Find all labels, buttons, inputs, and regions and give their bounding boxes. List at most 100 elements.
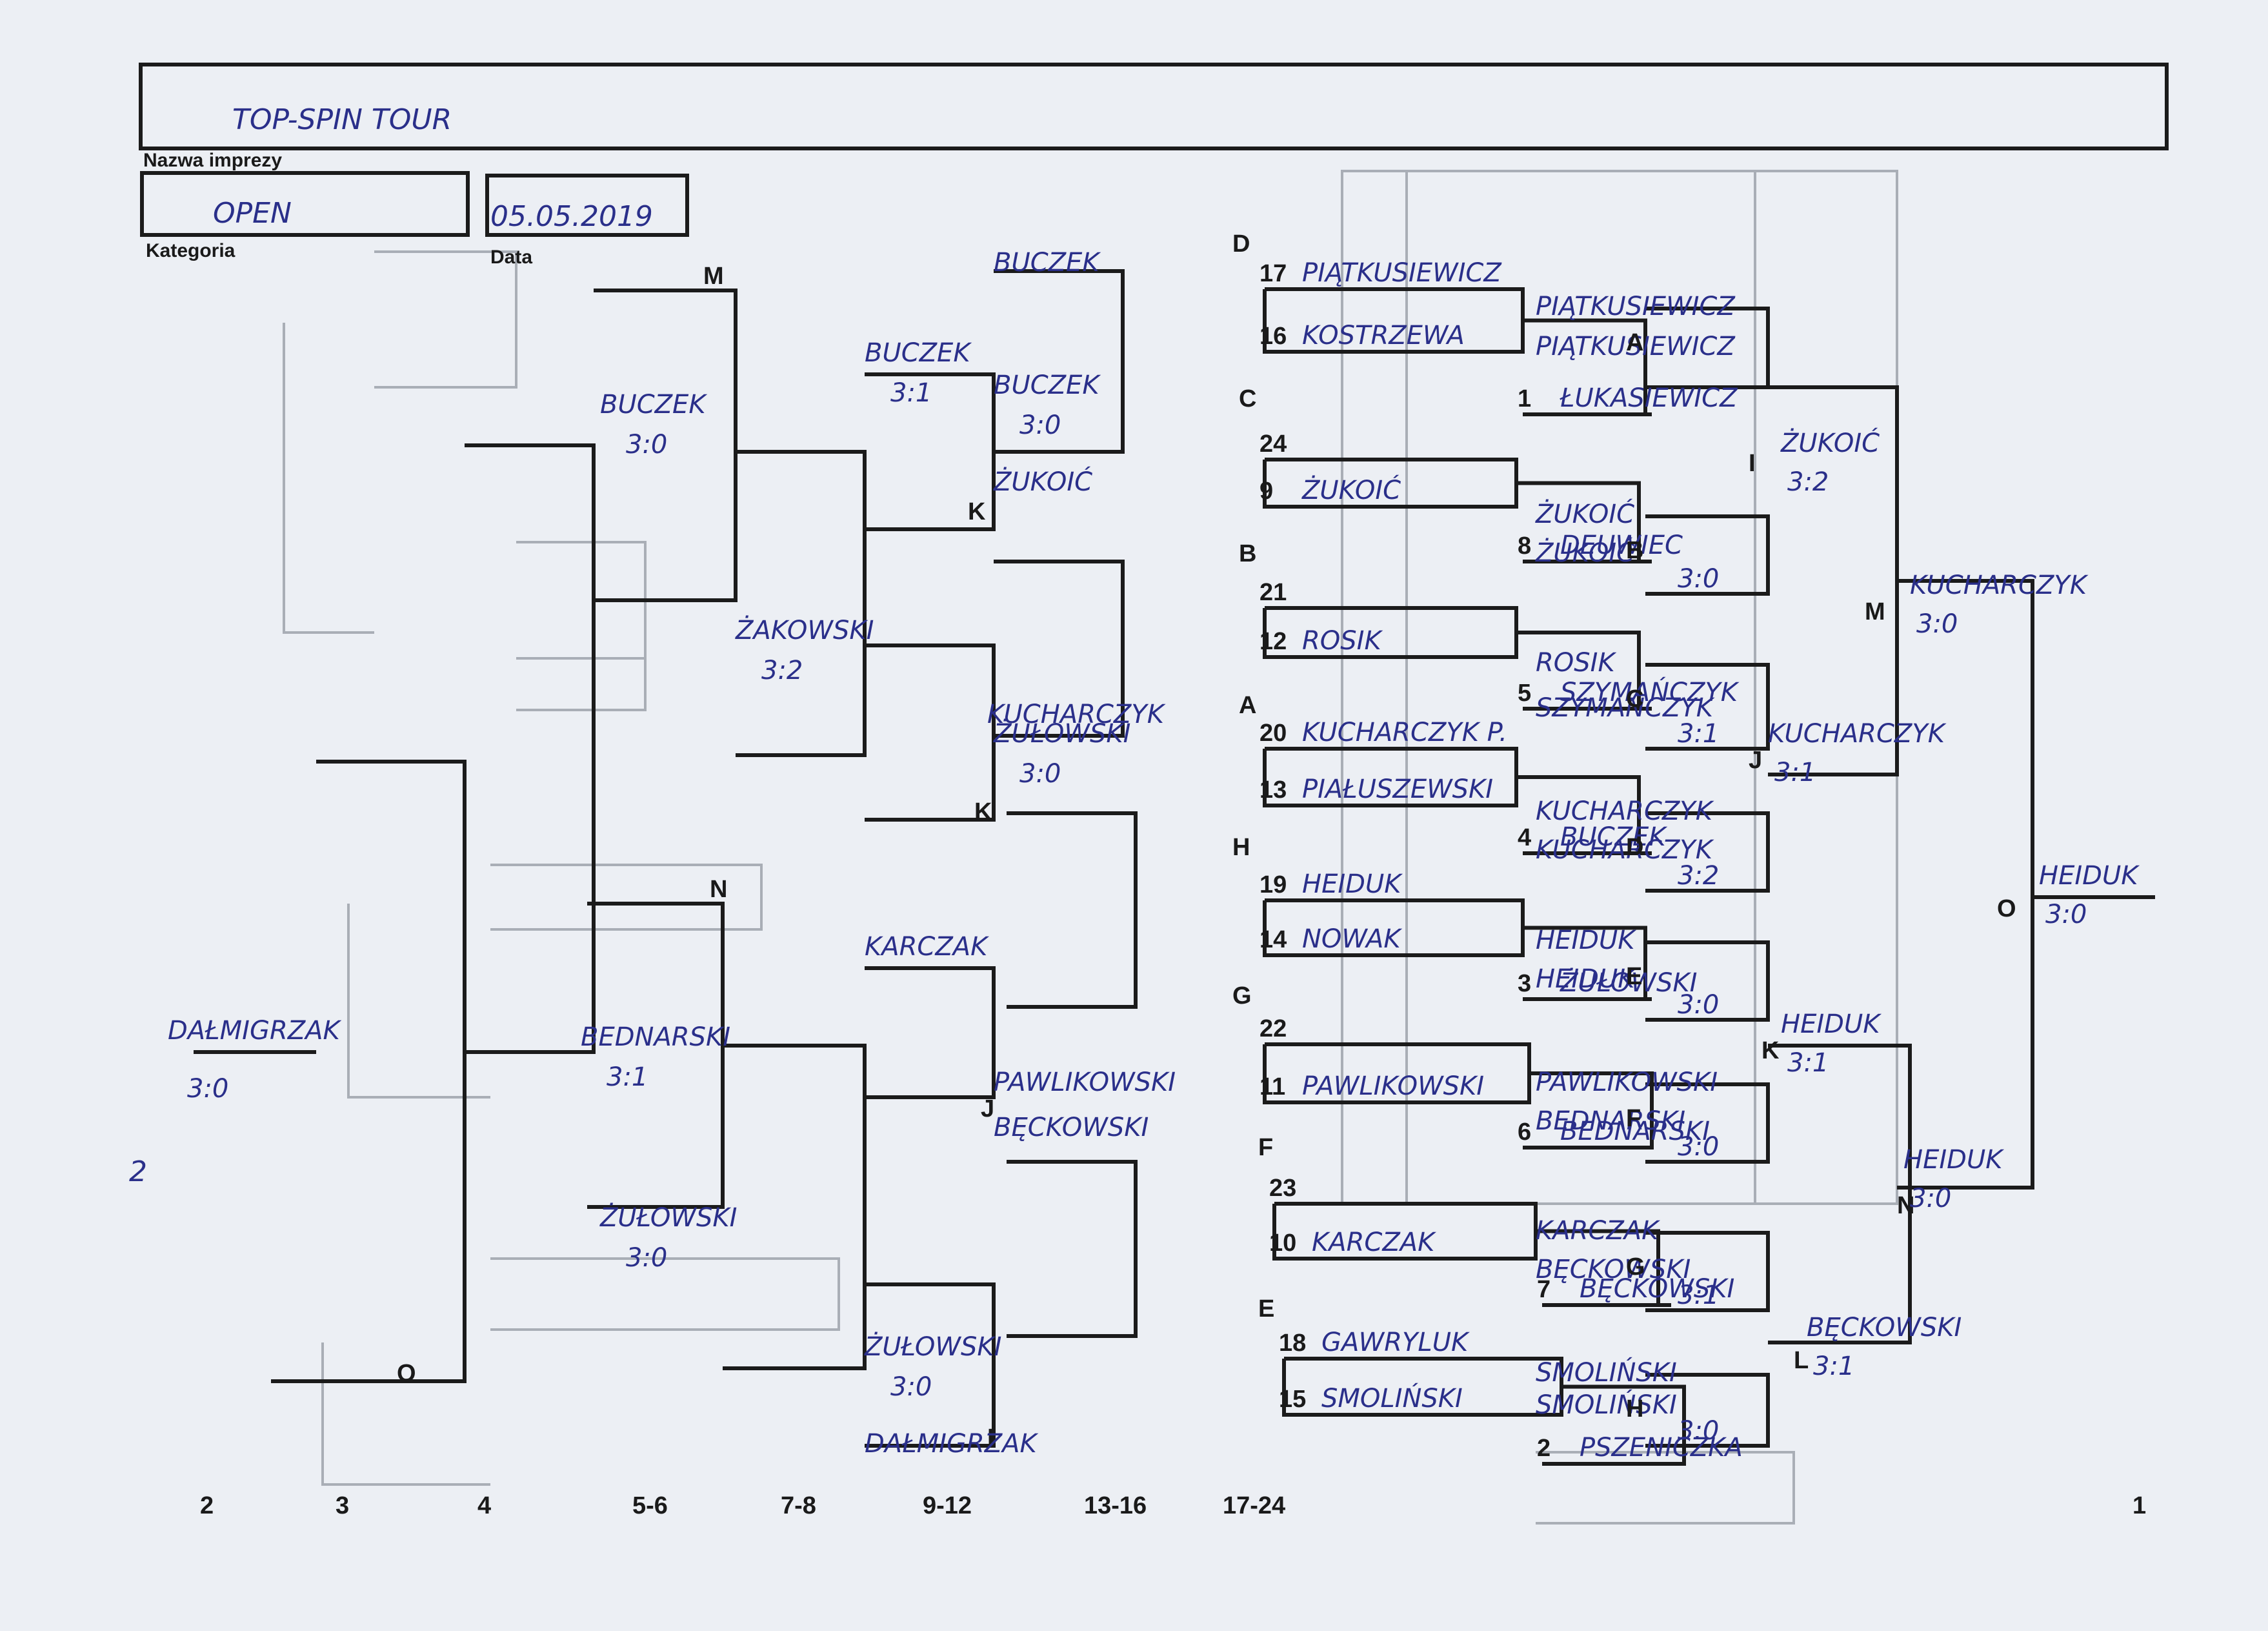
player-name: PAWLIKOWSKI bbox=[1536, 1068, 1718, 1097]
handwritten-note: 2 bbox=[129, 1155, 147, 1188]
winner-score: 3:1 bbox=[1774, 758, 1816, 787]
lb-r1-1 bbox=[994, 269, 1125, 454]
lb-r2-4 bbox=[865, 1282, 996, 1448]
seed-number: 11 bbox=[1259, 1073, 1285, 1100]
player-name: ROSIK bbox=[1536, 648, 1616, 678]
player-name: ŻUKOIĆ bbox=[1535, 537, 1634, 568]
winner-name: HEIDUK bbox=[2039, 861, 2140, 891]
seed-number: 21 bbox=[1259, 579, 1287, 606]
player-name: BUCZEK bbox=[1560, 822, 1667, 852]
player-name: PIĄTKUSIEWICZ bbox=[1536, 332, 1736, 361]
category-box bbox=[140, 171, 470, 237]
event-name-label: Nazwa imprezy bbox=[143, 150, 282, 171]
third-place-name: DAŁMIGRZAK bbox=[168, 1016, 342, 1046]
r2-match-7 bbox=[1645, 1231, 1770, 1312]
loser-name: BĘCKOWSKI bbox=[994, 1113, 1149, 1142]
category-label: Kategoria bbox=[146, 240, 236, 261]
lb-letter-J: J bbox=[981, 1095, 994, 1122]
lb-r4-2 bbox=[587, 902, 725, 1209]
match-letter-F: F bbox=[1626, 1105, 1641, 1132]
place-label: 4 bbox=[477, 1492, 491, 1519]
player-name: HEIDUK bbox=[1536, 964, 1636, 994]
winner-name: ŻUKOIĆ bbox=[1780, 427, 1880, 458]
match-letter-L: L bbox=[1794, 1347, 1809, 1374]
seed-number: 24 bbox=[1259, 431, 1287, 458]
loser-name: BEDNARSKI bbox=[581, 1022, 730, 1052]
player-name: ŻUŁOWSKI bbox=[1560, 967, 1697, 998]
player-name: GAWRYLUK bbox=[1321, 1328, 1470, 1357]
winner-score: 3:1 bbox=[1813, 1352, 1854, 1381]
player-name: NOWAK bbox=[1302, 924, 1402, 954]
match-letter-A: A bbox=[1626, 329, 1643, 356]
match-score: 3:1 bbox=[1678, 719, 1719, 749]
winner-name: KUCHARCZYK bbox=[1768, 719, 1947, 749]
r1-match-8 bbox=[1282, 1357, 1563, 1417]
seed-number: 20 bbox=[1259, 720, 1287, 747]
player-name: SZYMAŃCZYK bbox=[1536, 692, 1715, 723]
winner-name: HEIDUK bbox=[1781, 1009, 1882, 1039]
r2-match-2 bbox=[1645, 514, 1770, 596]
player-name: KUCHARCZYK bbox=[1536, 796, 1714, 826]
player-name: HEIDUK bbox=[1536, 926, 1636, 955]
seed-number: 12 bbox=[1259, 628, 1287, 655]
loser-score: 3:0 bbox=[626, 430, 667, 460]
loser-name: BUCZEK bbox=[600, 390, 707, 420]
player-name: BEDNARSKI bbox=[1536, 1106, 1685, 1136]
r2-match-3 bbox=[1645, 663, 1770, 751]
lb-letter-E: E bbox=[1258, 1295, 1274, 1322]
lb-r6 bbox=[271, 760, 467, 1383]
player-name: KUCHARCZYK P. bbox=[1302, 718, 1507, 747]
lb-letter-C: C bbox=[1239, 385, 1256, 412]
seed-number: 23 bbox=[1269, 1175, 1296, 1202]
seed-number: 17 bbox=[1259, 260, 1287, 287]
r2-match-8 bbox=[1645, 1373, 1770, 1448]
player-name: ŻUKOIĆ bbox=[1301, 474, 1401, 505]
player-name: DEUWIEC bbox=[1560, 531, 1683, 560]
lb-letter-D: D bbox=[1232, 230, 1250, 258]
seed-number: 1 bbox=[1518, 385, 1531, 412]
qf-K-L bbox=[1768, 1044, 1912, 1344]
player-name: PAWLIKOWSKI bbox=[1302, 1071, 1484, 1101]
lb-letter-K: K bbox=[968, 498, 986, 525]
r2-match-1 bbox=[1645, 307, 1770, 389]
lb-r1-2 bbox=[994, 560, 1125, 738]
player-name: BEDNARSKI bbox=[1560, 1117, 1710, 1146]
lb-r4-1 bbox=[594, 289, 738, 602]
date-value: 05.05.2019 bbox=[490, 200, 653, 233]
match-letter-H: H bbox=[1626, 1395, 1643, 1423]
player-name: ROSIK bbox=[1302, 626, 1383, 656]
r1-match-7 bbox=[1272, 1202, 1538, 1261]
winner-name: KUCHARCZYK bbox=[1910, 571, 2089, 600]
loser-name: ŻUŁOWSKI bbox=[993, 718, 1130, 749]
match-letter-G: G bbox=[1626, 1253, 1645, 1281]
player-name: PIĄTKUSIEWICZ bbox=[1536, 292, 1736, 321]
lb-r2-1 bbox=[865, 372, 996, 531]
loser-name: KUCHARCZYK bbox=[987, 700, 1166, 729]
r1-match-6 bbox=[1263, 1042, 1531, 1104]
loser-name: BUCZEK bbox=[865, 338, 972, 368]
r2-match-6 bbox=[1645, 1082, 1770, 1164]
match-score: 3:1 bbox=[1678, 1281, 1719, 1310]
r1-match-2 bbox=[1263, 458, 1518, 509]
lb-r1-4 bbox=[1007, 1160, 1138, 1338]
player-name: KARCZAK bbox=[1536, 1216, 1660, 1246]
lb-r3-2 bbox=[723, 1044, 867, 1370]
place-label: 13-16 bbox=[1084, 1492, 1147, 1519]
loser-name: ŻUŁOWSKI bbox=[864, 1331, 1001, 1362]
lb-letter-I: I bbox=[987, 1424, 994, 1452]
seed-number: 22 bbox=[1259, 1015, 1287, 1042]
player-name: SZYMAŃCZYK bbox=[1560, 676, 1740, 707]
place-label: 9-12 bbox=[923, 1492, 972, 1519]
loser-name: PAWLIKOWSKI bbox=[994, 1068, 1176, 1097]
place-label: 1 bbox=[2133, 1492, 2146, 1519]
date-label: Data bbox=[490, 247, 532, 268]
place-label: 17-24 bbox=[1223, 1492, 1285, 1519]
winner-score: 3:1 bbox=[1787, 1048, 1829, 1078]
r2-match-4 bbox=[1645, 811, 1770, 893]
seed-number: 2 bbox=[1537, 1435, 1550, 1462]
loser-score: 3:2 bbox=[761, 656, 803, 685]
lb-letter-M: M bbox=[703, 263, 724, 290]
loser-score: 3:0 bbox=[890, 1372, 932, 1402]
match-letter-I: I bbox=[1749, 450, 1756, 477]
lb-letter-H: H bbox=[1232, 834, 1250, 861]
